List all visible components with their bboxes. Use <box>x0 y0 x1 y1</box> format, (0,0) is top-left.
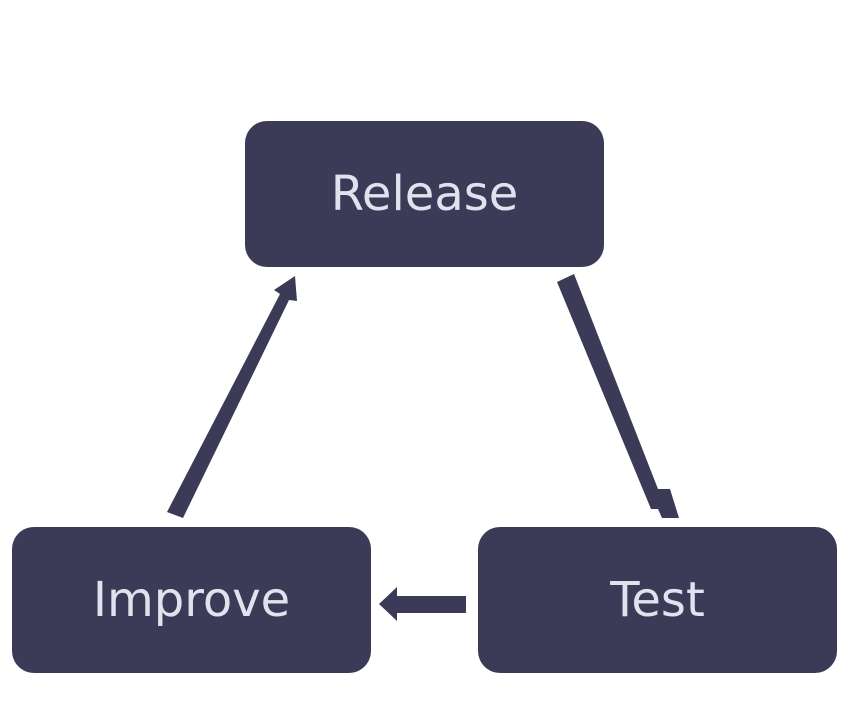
node-test-label: Test <box>609 572 705 628</box>
node-improve-label: Improve <box>93 572 290 628</box>
node-test: Test <box>478 527 837 673</box>
node-release-label: Release <box>331 166 519 222</box>
edge-improve-to-release <box>167 276 297 518</box>
node-release-box <box>245 121 604 267</box>
node-improve: Improve <box>12 527 371 673</box>
node-improve-box <box>12 527 371 673</box>
node-release: Release <box>245 121 604 267</box>
arrow-test-to-improve <box>379 587 466 621</box>
arrow-release-to-test <box>557 274 679 518</box>
edge-release-to-test <box>557 274 679 518</box>
node-test-box <box>478 527 837 673</box>
arrow-improve-to-release <box>167 276 297 518</box>
edge-test-to-improve <box>379 587 466 621</box>
